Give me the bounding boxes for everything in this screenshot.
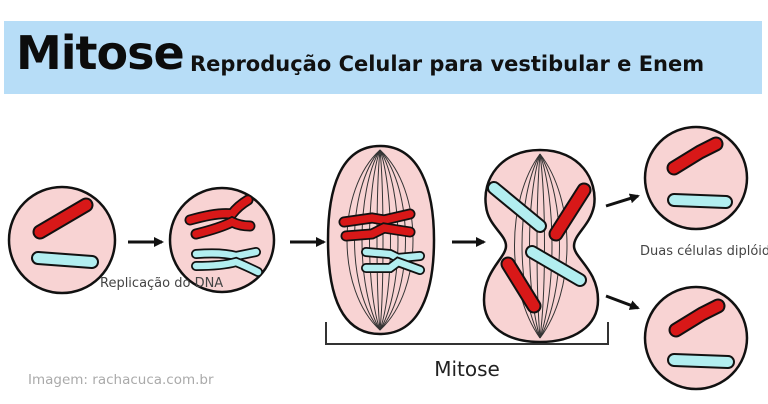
daughter-cell-top bbox=[643, 125, 749, 231]
daughter-cell-bottom bbox=[643, 285, 749, 391]
page-subtitle: Reprodução Celular para vestibular e Ene… bbox=[190, 52, 705, 76]
metaphase-cell bbox=[326, 144, 436, 336]
daughter-cells-label: Duas células diplóides bbox=[640, 244, 768, 259]
title-banner: Mitose Reprodução Celular para vestibula… bbox=[4, 21, 762, 94]
mitosis-bracket bbox=[325, 322, 609, 345]
page-title: Mitose bbox=[16, 26, 185, 80]
mitosis-label: Mitose bbox=[434, 357, 500, 381]
parent-cell bbox=[7, 185, 117, 295]
replicated-cell bbox=[168, 186, 276, 294]
arrow-4-up bbox=[605, 193, 640, 208]
arrow-4-down bbox=[605, 294, 640, 310]
replication-label: Replicação do DNA bbox=[100, 276, 224, 291]
image-credit: Imagem: rachacuca.com.br bbox=[28, 372, 214, 388]
anaphase-cell bbox=[482, 148, 600, 344]
